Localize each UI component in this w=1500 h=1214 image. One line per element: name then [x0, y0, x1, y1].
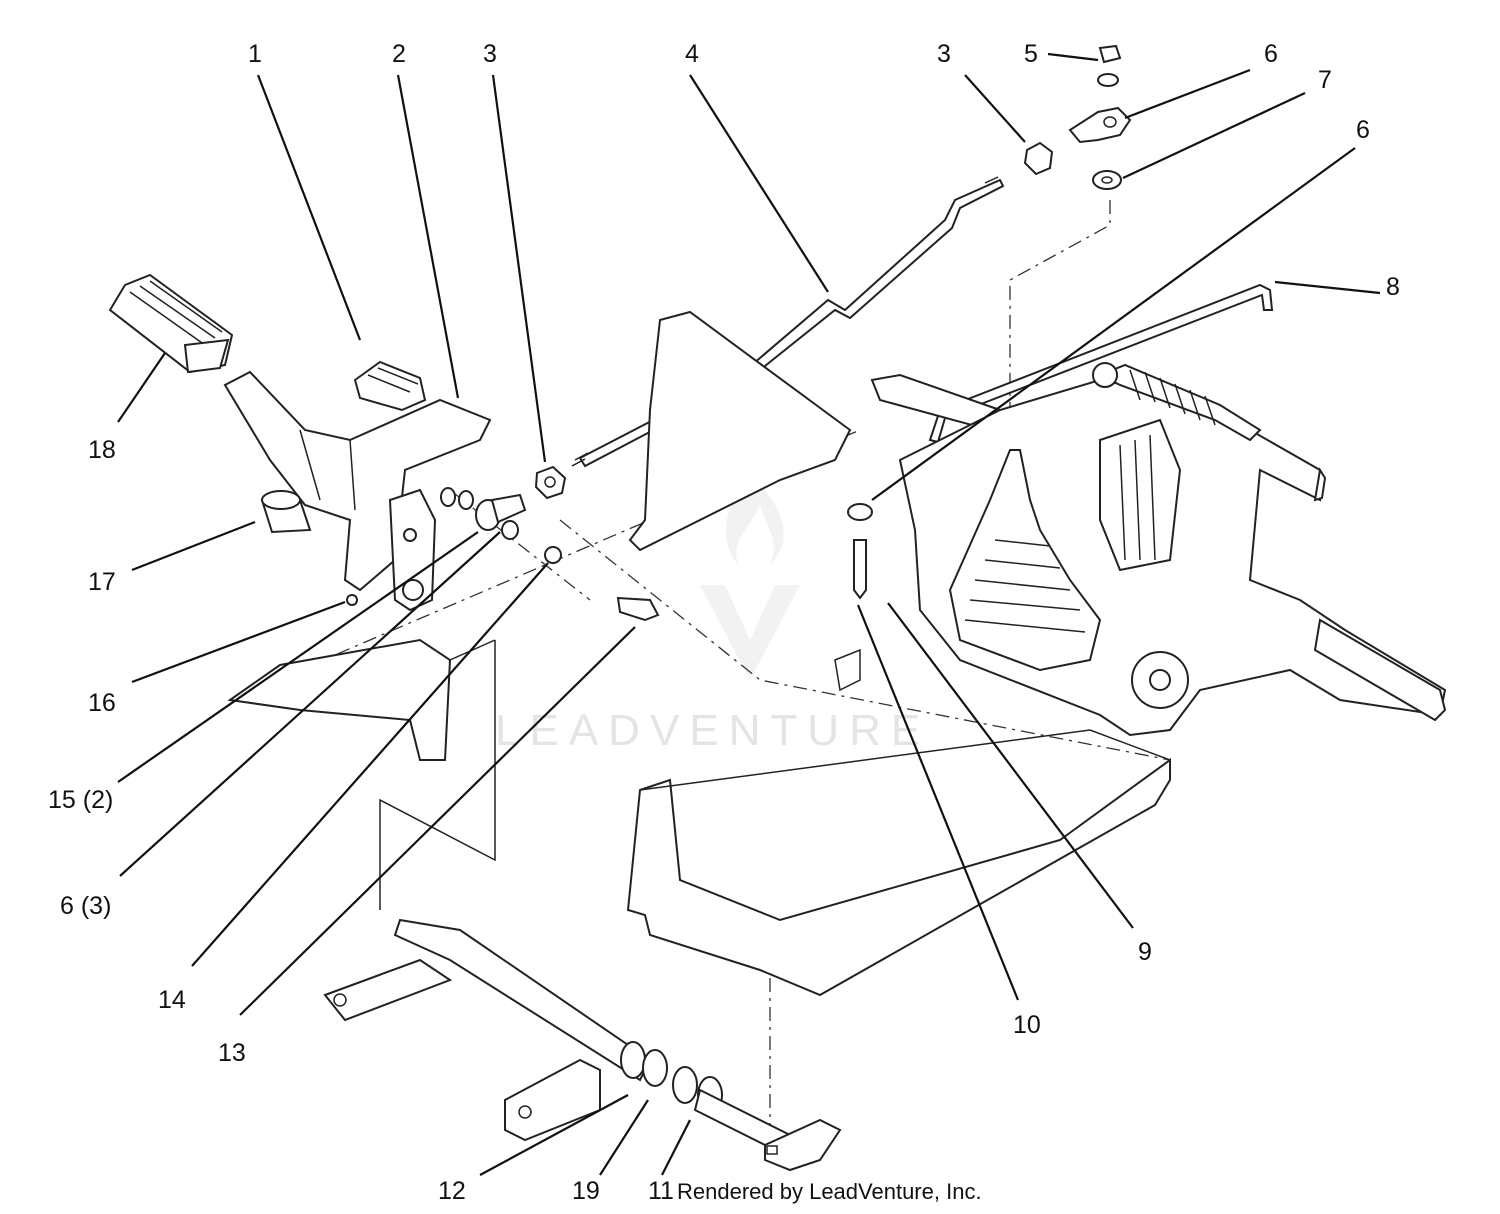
- callout-6-right: 6: [1356, 116, 1370, 144]
- callout-3-left: 3: [483, 40, 497, 68]
- callout-7: 7: [1318, 66, 1332, 94]
- cross-shaft: [323, 918, 842, 1172]
- nut-14: [544, 546, 562, 564]
- mounting-plate-right: [626, 648, 1171, 997]
- callout-3-right: 3: [937, 40, 951, 68]
- render-credit: Rendered by LeadVenture, Inc.: [677, 1179, 982, 1204]
- control-rod-4: [571, 176, 1005, 468]
- callout-5: 5: [1024, 40, 1038, 68]
- callout-8: 8: [1386, 273, 1400, 301]
- callout-4: 4: [685, 40, 699, 68]
- rod-end-6: [1068, 106, 1132, 144]
- pedal-pad-18: [108, 273, 234, 374]
- nut-3-right: [1023, 141, 1054, 176]
- bolt-13: [616, 596, 660, 622]
- callout-13: 13: [218, 1039, 246, 1067]
- washer-7: [1092, 170, 1122, 190]
- rod-8: [928, 283, 1274, 444]
- callout-14: 14: [158, 986, 186, 1014]
- nut-3-left: [534, 465, 567, 500]
- callout-17: 17: [88, 568, 116, 596]
- callout-16: 16: [88, 689, 116, 717]
- callout-10: 10: [1013, 1011, 1041, 1039]
- screw-16: [346, 594, 358, 606]
- pedal-pad-1: [353, 360, 427, 412]
- mounting-plate-left: [227, 310, 852, 910]
- transmission: [870, 362, 1447, 737]
- callout-1: 1: [248, 40, 262, 68]
- callout-19: 19: [572, 1177, 600, 1205]
- callout-2: 2: [392, 40, 406, 68]
- callout-15: 15 (2): [48, 786, 113, 814]
- callout-9: 9: [1138, 938, 1152, 966]
- callout-6-top: 6: [1264, 40, 1278, 68]
- nut-5: [1097, 44, 1122, 87]
- callout-11: 11: [648, 1177, 674, 1205]
- callout-12: 12: [438, 1177, 466, 1205]
- pedal-bracket-2: [223, 370, 492, 612]
- leader-lines: [117, 52, 1381, 1176]
- washer-stack-15: [440, 487, 527, 540]
- callout-6-left: 6 (3): [60, 892, 111, 920]
- bushing-17: [260, 490, 312, 534]
- watermark-text: LEADVENTURE: [495, 706, 930, 755]
- washer-6: [847, 503, 873, 521]
- callout-labels: 1 2 3 4 3 5 6 7 6 8 18 17 16 15 (2) 6 (3…: [48, 40, 1400, 1205]
- bolt-10: [853, 539, 867, 600]
- callout-18: 18: [88, 436, 116, 464]
